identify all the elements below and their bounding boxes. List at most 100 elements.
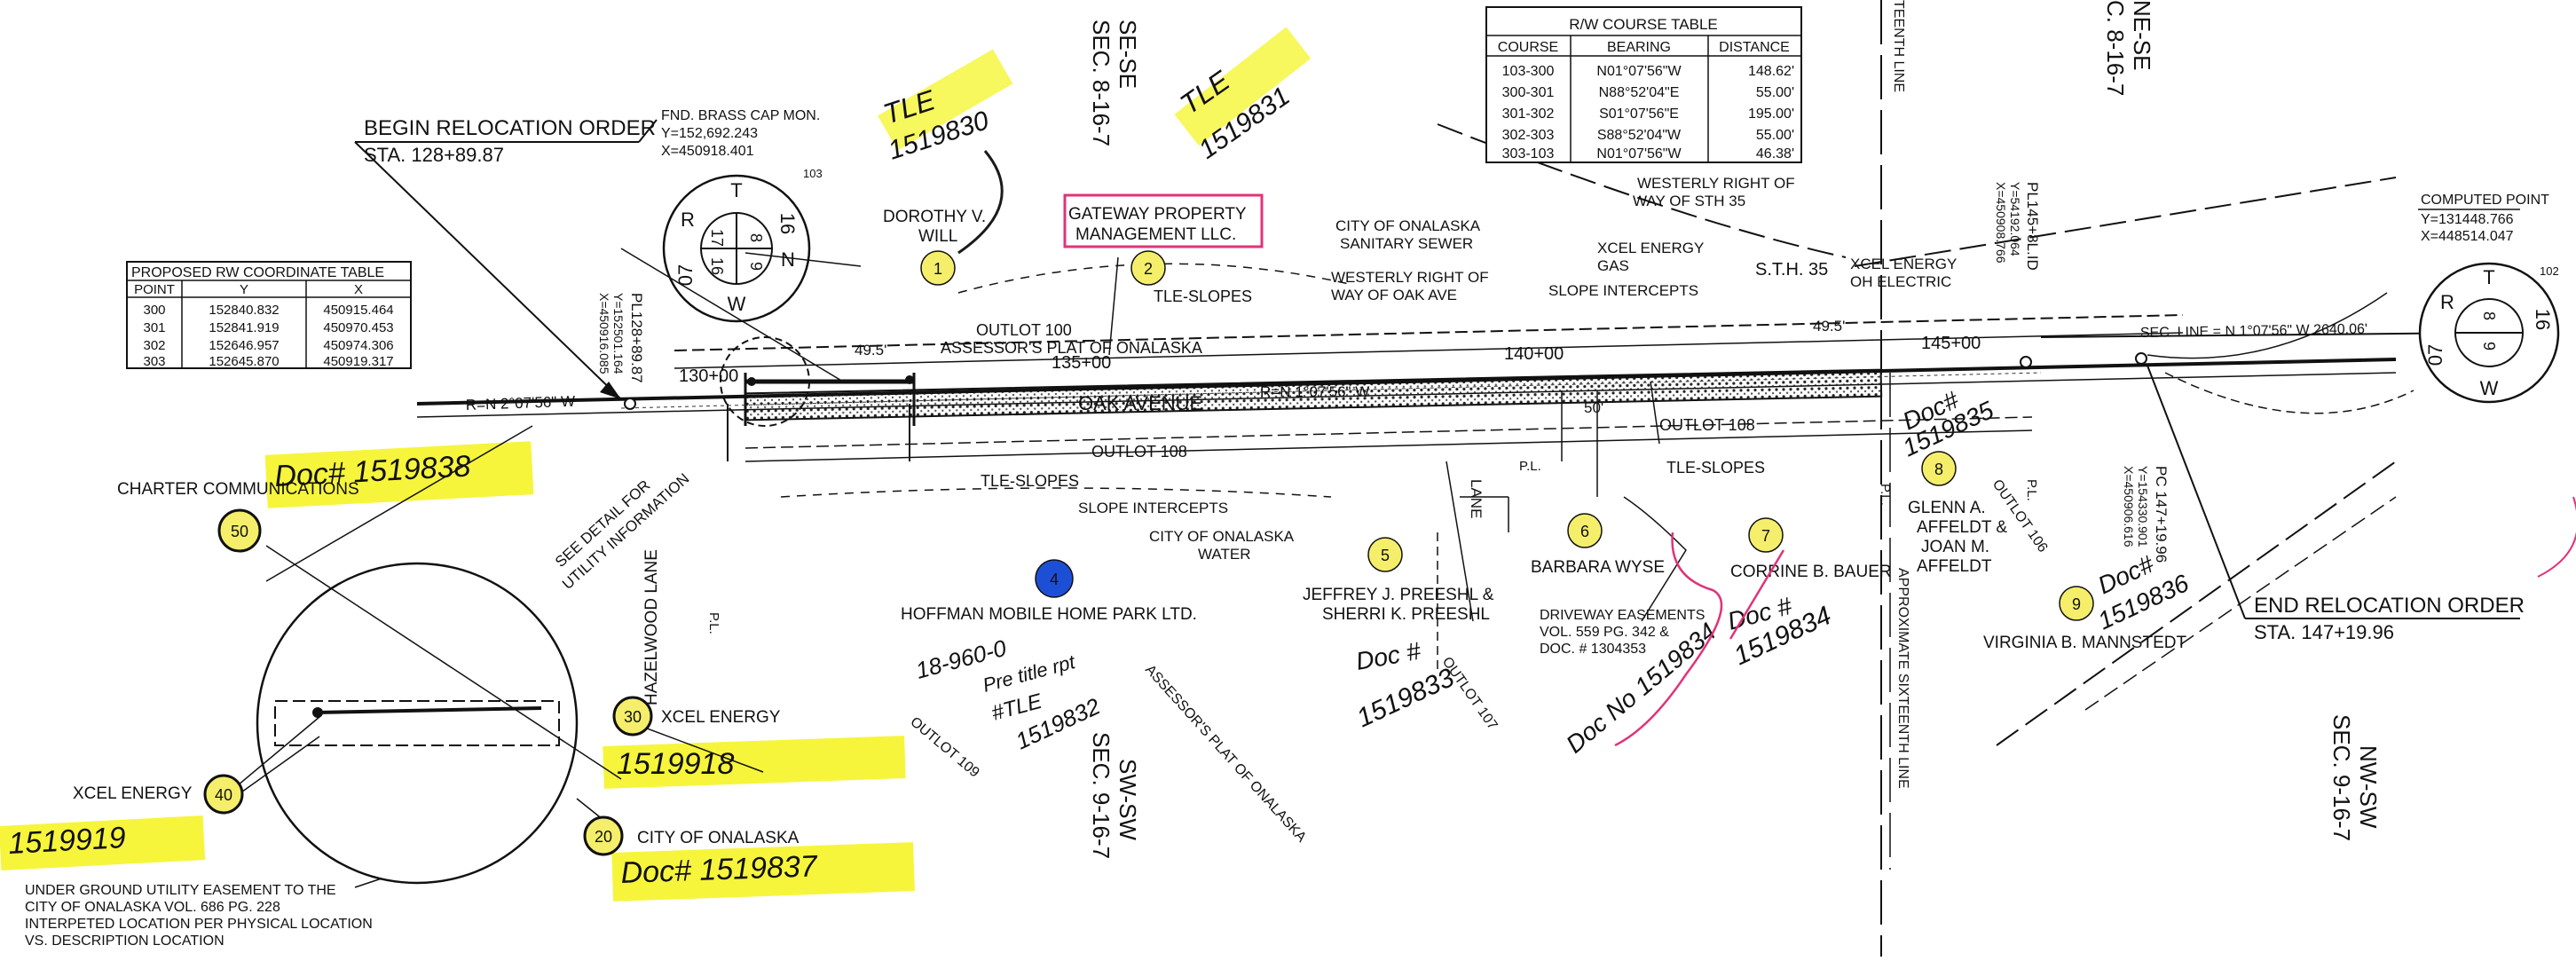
section-ne-se-sec: C. 8-16-7 [2102, 0, 2129, 96]
corner-left-tick: 103 [803, 167, 823, 180]
fnd-mon-y: Y=152,692.243 [661, 126, 758, 141]
xcel-oh-line2: OH ELECTRIC [1850, 273, 1951, 290]
charter-label: CHARTER COMMUNICATIONS [117, 480, 359, 499]
parcel-marker-label: 20 [595, 828, 612, 846]
corner-right-letter: 07 [2424, 344, 2446, 366]
parcel-marker-label: 6 [1580, 523, 1589, 540]
city-20-label: CITY OF ONALASKA [637, 829, 800, 847]
dim-label: 49.5' [855, 342, 886, 358]
assessors-top-label: ASSESSOR'S PLAT OF ONALASKA [941, 339, 1202, 357]
glenn-line3: JOAN M. [1921, 538, 1989, 556]
corner-left-letter: 16 [776, 213, 799, 234]
pl-128-y: Y=152501.164 [611, 293, 626, 374]
corner-left-letter: T [730, 179, 742, 201]
course-table-cell: 300-301 [1502, 85, 1555, 100]
section-labels: SE-SE SEC. 8-16-7 NE-SE C. 8-16-7 SW-SW … [1088, 0, 2382, 859]
corner-right-num: 9 [2480, 342, 2498, 351]
pl-128: PL128+89.87 [628, 293, 645, 383]
course-table-cell: 103-300 [1502, 64, 1555, 79]
end-relocation-sta: STA. 147+19.96 [2254, 621, 2394, 643]
parcel-marker: 4 [1035, 559, 1074, 598]
glenn-line1: GLENN A. [1908, 499, 1986, 517]
coord-table-cell: 450919.317 [323, 354, 393, 369]
dim-label: 50' [1584, 399, 1603, 416]
parcel-marker-label: 50 [231, 523, 248, 540]
corner-right-letter: R [2440, 291, 2454, 313]
city-sewer-line1: CITY OF ONALASKA [1335, 217, 1481, 234]
outlot108-a-label: OUTLOT 108 [1091, 443, 1187, 461]
parcel-marker: 30 [612, 696, 653, 737]
course-table-title: R/W COURSE TABLE [1569, 16, 1718, 33]
pl-label: P.L. [1878, 484, 1893, 506]
road-labels: OAK AVENUE S.T.H. 35 HAZELWOOD LANE R=N … [465, 182, 2367, 705]
parcel-marker: 7 [1748, 517, 1784, 553]
coord-table-cell: 152645.870 [209, 354, 279, 369]
pl-label: P.L. [2024, 479, 2039, 501]
jeffrey-line1: JEFFREY J. PREESHL & [1303, 586, 1494, 604]
section-nw-sw-sec: SEC. 9-16-7 [2328, 714, 2355, 841]
corrine-label: CORRINE B. BAUER [1730, 563, 1892, 581]
glenn-line2: AFFELDT & [1917, 518, 2007, 537]
course-table-cell: 302-303 [1502, 128, 1555, 143]
section-se-se: SE-SE [1115, 20, 1141, 89]
tle-slopes-bot-label: TLE-SLOPES [981, 472, 1079, 490]
course-table-cell: N01°07'56"W [1596, 64, 1682, 79]
parcel-marker-label: 30 [624, 708, 642, 726]
hazelwood-label: HAZELWOOD LANE [642, 549, 661, 705]
course-table-header: COURSE [1498, 40, 1558, 55]
westerly-oak-line2: WAY OF OAK AVE [1331, 287, 1457, 303]
gateway-line2: MANAGEMENT LLC. [1075, 225, 1236, 244]
course-table-cell: N88°52'04"E [1599, 85, 1680, 100]
teenth-line: TEENTH LINE [1891, 0, 1906, 92]
corner-right-tick: 102 [2540, 264, 2559, 278]
dorothy-line2: WILL [918, 227, 957, 246]
city-sewer-line2: SANITARY SEWER [1340, 235, 1473, 252]
westerly-sth-line1: WESTERLY RIGHT OF [1637, 175, 1795, 192]
section-ne-se: NE-SE [2129, 0, 2155, 70]
underground-line1: UNDER GROUND UTILITY EASEMENT TO THE [25, 883, 336, 898]
coord-table-cell: 450915.464 [323, 303, 393, 318]
course-table-cell: 55.00' [1756, 85, 1794, 100]
coord-table-header: POINT [134, 282, 175, 297]
corner-left-letter: 07 [674, 264, 697, 286]
sth35-label: S.T.H. 35 [1755, 260, 1828, 280]
pl-145: PL145+8L.ID [2024, 182, 2041, 271]
computed-point-x: X=448514.047 [2421, 229, 2514, 244]
slope-intercepts-bot-label: SLOPE INTERCEPTS [1078, 500, 1228, 516]
pl-145-x: X=450908.766 [1994, 182, 2008, 264]
course-table-header: BEARING [1607, 40, 1671, 55]
parcel-marker-label: 40 [215, 786, 232, 804]
driveway-line3: DOC. # 1304353 [1540, 642, 1646, 657]
course-table-cell: 301-302 [1502, 106, 1555, 122]
corner-left-num: 17 [708, 229, 726, 247]
detail-circle [221, 425, 764, 888]
city-water-line1: CITY OF ONALASKA [1149, 528, 1295, 545]
station-145: 145+00 [1921, 334, 1981, 353]
xcel-30-label: XCEL ENERGY [661, 708, 781, 727]
station-130: 130+00 [679, 366, 738, 386]
course-table-cell: 148.62' [1748, 64, 1794, 79]
dim-label: 49.5' [1813, 318, 1845, 335]
see-detail-line2: UTILITY INFORMATION [559, 470, 693, 593]
westerly-sth-line2: WAY OF STH 35 [1633, 193, 1745, 209]
outlot109-label: OUTLOT 109 [907, 714, 981, 781]
outlot108-b-label: OUTLOT 108 [1659, 416, 1755, 434]
station-140: 140+00 [1504, 344, 1564, 364]
coordinate-table: PROPOSED RW COORDINATE TABLE POINT Y X 3… [126, 261, 412, 369]
parcel-marker-label: 9 [2072, 595, 2081, 613]
underground-line4: VS. DESCRIPTION LOCATION [25, 933, 225, 949]
pl-label: P.L. [1519, 459, 1541, 474]
section-sw-sw-sec: SEC. 9-16-7 [1088, 732, 1115, 859]
pc-147-x: X=450906.616 [2122, 466, 2136, 547]
fnd-mon-title: FND. BRASS CAP MON. [661, 108, 820, 123]
pl-label: P.L. [706, 612, 721, 634]
virginia-label: VIRGINIA B. MANNSTEDT [1983, 634, 2186, 652]
hoffman-label: HOFFMAN MOBILE HOME PARK LTD. [901, 605, 1197, 624]
driveway-line2: VOL. 559 PG. 342 & [1540, 625, 1669, 640]
corner-left-num: 16 [708, 257, 726, 275]
section-corner-right: T 16 W 07 R 8 9 102 [2418, 262, 2560, 404]
corner-left-num: 9 [747, 262, 765, 271]
sixteenth-line: APPROXIMATE SIXTEENTH LINE [1895, 568, 1910, 789]
road-corridor [416, 0, 2538, 957]
